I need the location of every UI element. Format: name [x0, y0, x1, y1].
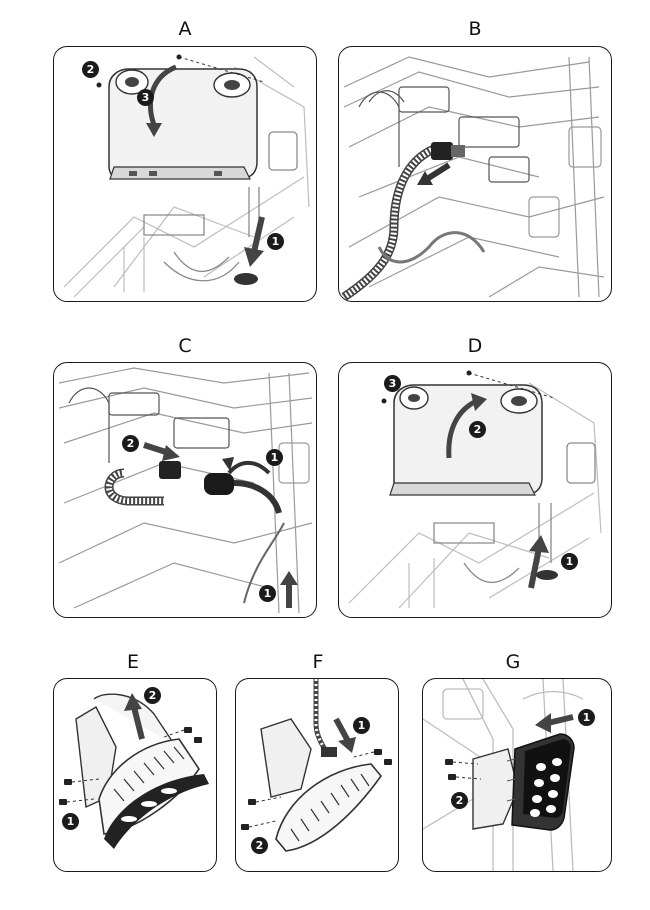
step-badge-c-1: 1 — [266, 449, 283, 466]
panel-g-illustration — [423, 679, 584, 871]
step-badge-a-1: 1 — [267, 233, 284, 250]
panel-a-label: A — [178, 18, 192, 40]
panel-c-illustration — [58, 367, 313, 614]
panel-d-illustration — [348, 370, 602, 609]
panel-b-illustration — [341, 56, 605, 301]
panel-b — [338, 46, 612, 302]
panel-d-label: D — [467, 335, 483, 357]
panel-f-label: F — [312, 651, 324, 673]
panel-a: 1 2 3 — [53, 46, 317, 302]
panel-g-label: G — [505, 651, 521, 673]
panel-c-label: C — [178, 335, 192, 357]
panel-b-label: B — [468, 18, 482, 40]
step-badge-d-3: 3 — [384, 375, 401, 392]
step-badge-d-1: 1 — [561, 553, 578, 570]
panel-f: 1 2 — [235, 678, 399, 872]
step-badge-g-2: 2 — [451, 792, 468, 809]
step-badge-e-2: 2 — [144, 687, 161, 704]
step-badge-c-2: 2 — [122, 435, 139, 452]
panel-a-illustration — [63, 54, 310, 298]
panel-f-illustration — [241, 679, 392, 852]
step-badge-a-2: 2 — [82, 61, 99, 78]
panel-e: 2 1 — [53, 678, 217, 872]
step-badge-c-1b: 1 — [259, 585, 276, 602]
step-badge-d-2: 2 — [469, 421, 486, 438]
panel-e-label: E — [126, 651, 139, 673]
step-badge-e-1: 1 — [62, 813, 79, 830]
panel-e-illustration — [59, 693, 209, 849]
step-badge-f-2: 2 — [251, 837, 268, 854]
panel-d: 1 2 3 — [338, 362, 612, 618]
step-badge-a-3: 3 — [137, 89, 154, 106]
step-badge-g-1: 1 — [578, 709, 595, 726]
panel-g: 1 2 — [422, 678, 612, 872]
panel-c: 1 2 1 — [53, 362, 317, 618]
step-badge-f-1: 1 — [353, 717, 370, 734]
